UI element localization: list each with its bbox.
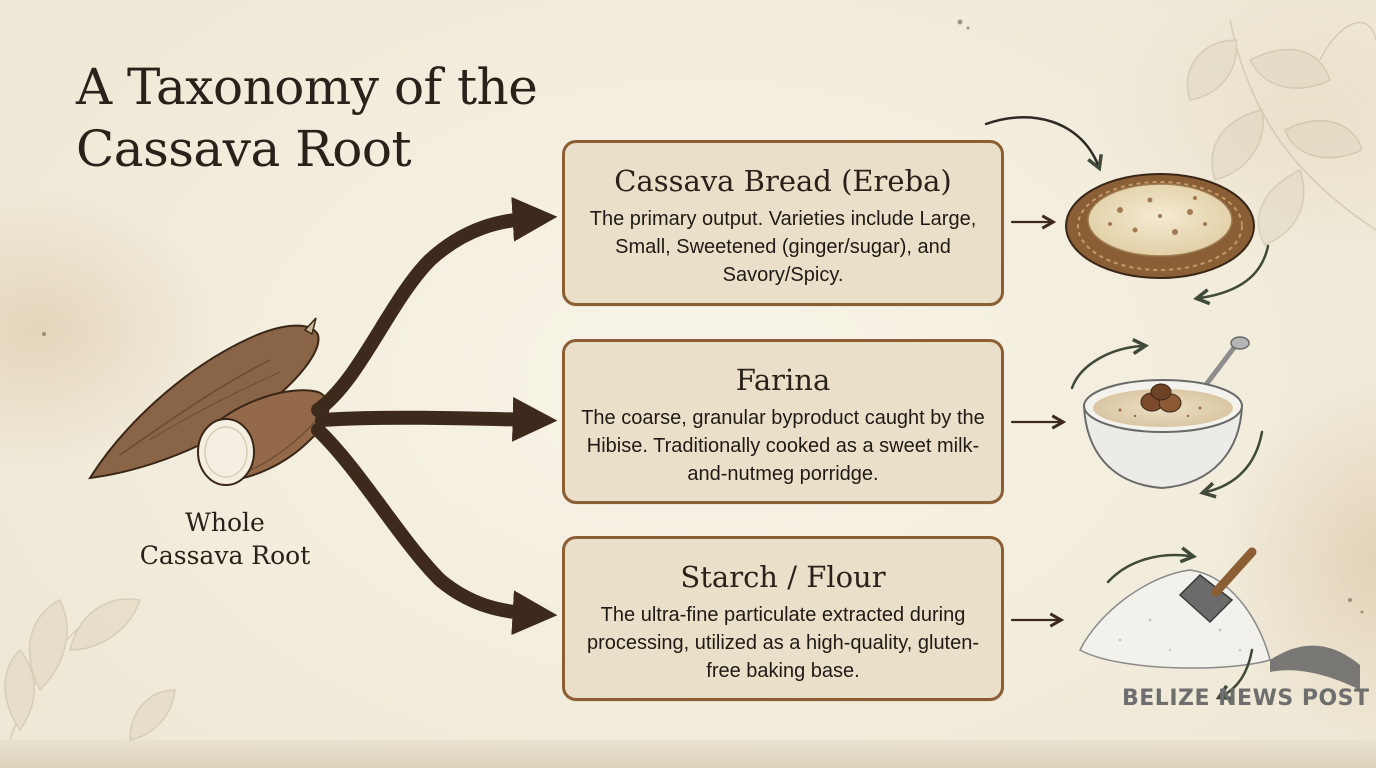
leaf-decoration-bottom-left [4,598,176,741]
cycle-arrow-starch-bottom [1222,648,1254,696]
product-card-farina: Farina The coarse, granular byproduct ca… [562,339,1004,504]
cycle-arrow-farina-top [1070,346,1142,390]
product-card-cassava-bread: Cassava Bread (Ereba) The primary output… [562,140,1004,306]
leaf-decoration-top-right [1186,19,1376,246]
cycle-arrow-farina-bottom [1206,430,1264,492]
cassava-root-illustration [88,317,330,486]
branch-arrow-starch [311,423,558,636]
product-card-description: The primary output. Varieties include La… [589,208,977,286]
title-line-1: A Taxonomy of the [76,58,538,116]
product-card-title: Farina [735,363,831,397]
output-arrows [1010,222,1060,620]
flatbread-on-woven-tray-icon [1065,173,1255,279]
root-label: Whole Cassava Root [120,506,330,572]
branch-arrow-bread [311,196,558,417]
branch-arrows [311,196,558,636]
diagram-title: A Taxonomy of the Cassava Root [76,56,538,180]
root-label-line-1: Whole [185,508,265,537]
cycle-arrow-bread-top [984,116,1098,165]
root-label-line-2: Cassava Root [139,541,311,570]
flour-pile-with-scoop-icon [1079,547,1360,690]
cycle-arrow-starch-top [1106,555,1190,584]
product-card-starch-flour: Starch / Flour The ultra-fine particulat… [562,536,1004,701]
branch-arrow-farina [315,397,558,442]
product-card-description: The ultra-fine particulate extracted dur… [586,604,980,682]
porridge-bowl-with-spoon-icon [1082,336,1250,490]
product-card-title: Cassava Bread (Ereba) [614,164,952,198]
cycle-arrow-bread-bottom [1200,244,1270,298]
paper-bottom-edge [0,740,1376,768]
ink-speckles [42,19,1364,614]
watermark-logo: BELIZE NEWS POST [1122,686,1370,711]
cycle-arrows [984,116,1270,696]
product-card-description: The coarse, granular byproduct caught by… [581,407,985,485]
product-card-title: Starch / Flour [680,560,886,594]
title-line-2: Cassava Root [76,120,412,178]
